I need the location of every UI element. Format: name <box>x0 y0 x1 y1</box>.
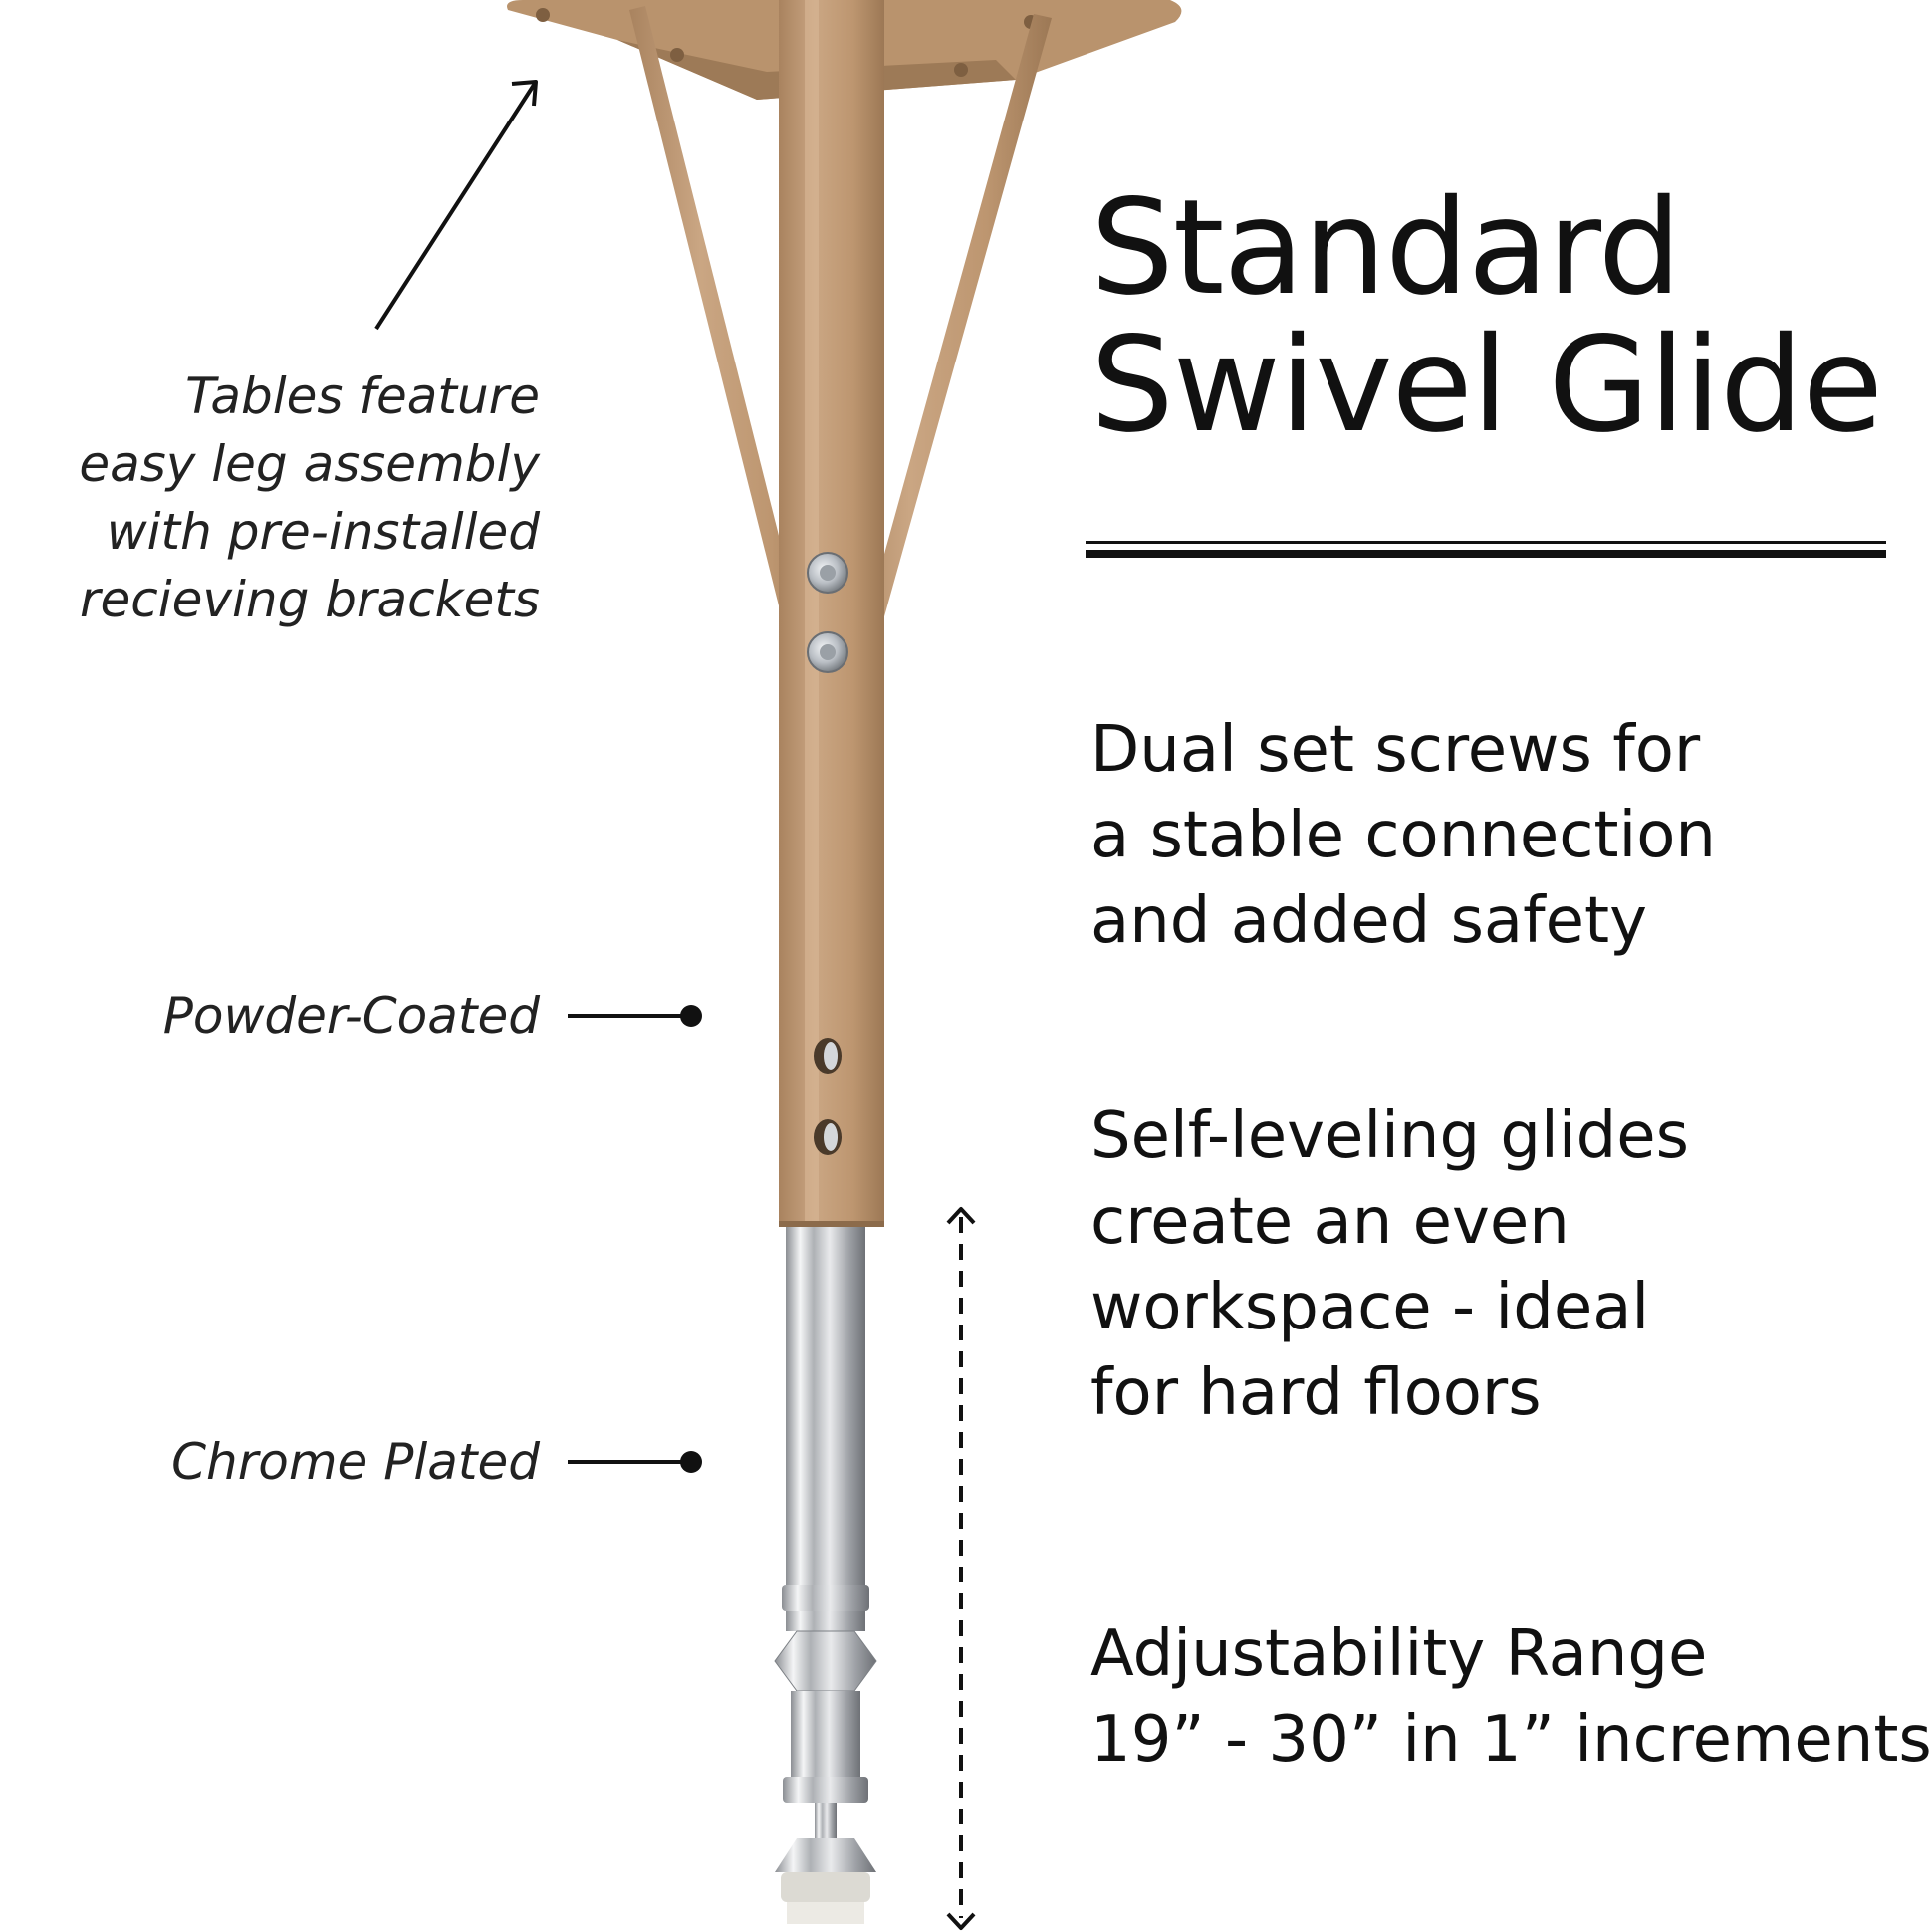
page-title: Standard Swivel Glide <box>1090 171 1883 462</box>
feature-line: for hard floors <box>1090 1356 1542 1430</box>
adjustment-holes <box>814 1038 842 1155</box>
assembly-callout: Tables feature easy leg assembly with pr… <box>79 362 540 633</box>
set-screws <box>807 552 848 673</box>
powder-coated-tube <box>779 0 884 1227</box>
feature-line: workspace - ideal <box>1090 1271 1650 1344</box>
title-divider-bottom <box>1086 550 1886 558</box>
feature-line: Self-leveling glides <box>1090 1099 1689 1173</box>
feature-line: and added safety <box>1090 884 1647 958</box>
chrome-plated-leader <box>568 1451 702 1473</box>
title-divider-top <box>1086 541 1886 544</box>
feature-line: Dual set screws for <box>1090 713 1701 787</box>
title-line: Swivel Glide <box>1090 309 1883 462</box>
assembly-callout-line: easy leg assembly <box>79 435 540 493</box>
powder-coated-label: Powder-Coated <box>162 987 540 1045</box>
assembly-callout-line: recieving brackets <box>79 571 540 628</box>
title-line: Standard <box>1090 171 1682 325</box>
feature-line: create an even <box>1090 1185 1570 1259</box>
assembly-callout-line: Tables feature <box>185 367 540 425</box>
chrome-plated-label: Chrome Plated <box>171 1433 540 1491</box>
chrome-tube <box>774 1227 877 1924</box>
assembly-callout-line: with pre-installed <box>106 503 540 561</box>
powder-coated-leader <box>568 1005 702 1027</box>
assembly-arrow <box>374 80 538 331</box>
feature-line: a stable connection <box>1090 799 1716 872</box>
feature-adjustability: Adjustability Range 19” - 30” in 1” incr… <box>1090 1611 1932 1783</box>
feature-line: Adjustability Range <box>1090 1617 1708 1691</box>
feature-set-screws: Dual set screws for a stable connection … <box>1090 707 1716 964</box>
adjustability-dimension-arrow <box>946 1207 976 1930</box>
feature-self-leveling: Self-leveling glides create an even work… <box>1090 1093 1689 1436</box>
feature-line: 19” - 30” in 1” increments <box>1090 1703 1932 1777</box>
